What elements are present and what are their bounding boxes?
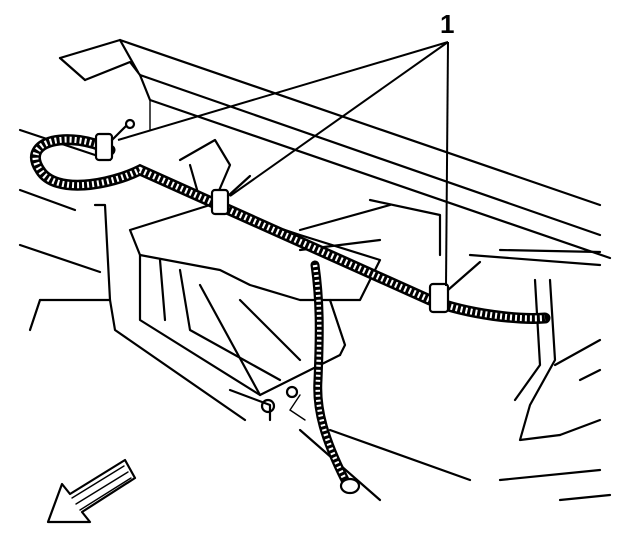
callout-1-leaders (117, 41, 449, 287)
wiring-harness (30, 134, 551, 495)
callout-1-label: 1 (440, 9, 454, 39)
front-direction-arrow-icon (46, 458, 137, 524)
harness-clip-center (210, 174, 252, 216)
harness-clip-right (428, 260, 482, 314)
harness-clip-left (94, 118, 136, 162)
left-side-structure (18, 128, 247, 422)
upper-panel (58, 38, 612, 267)
